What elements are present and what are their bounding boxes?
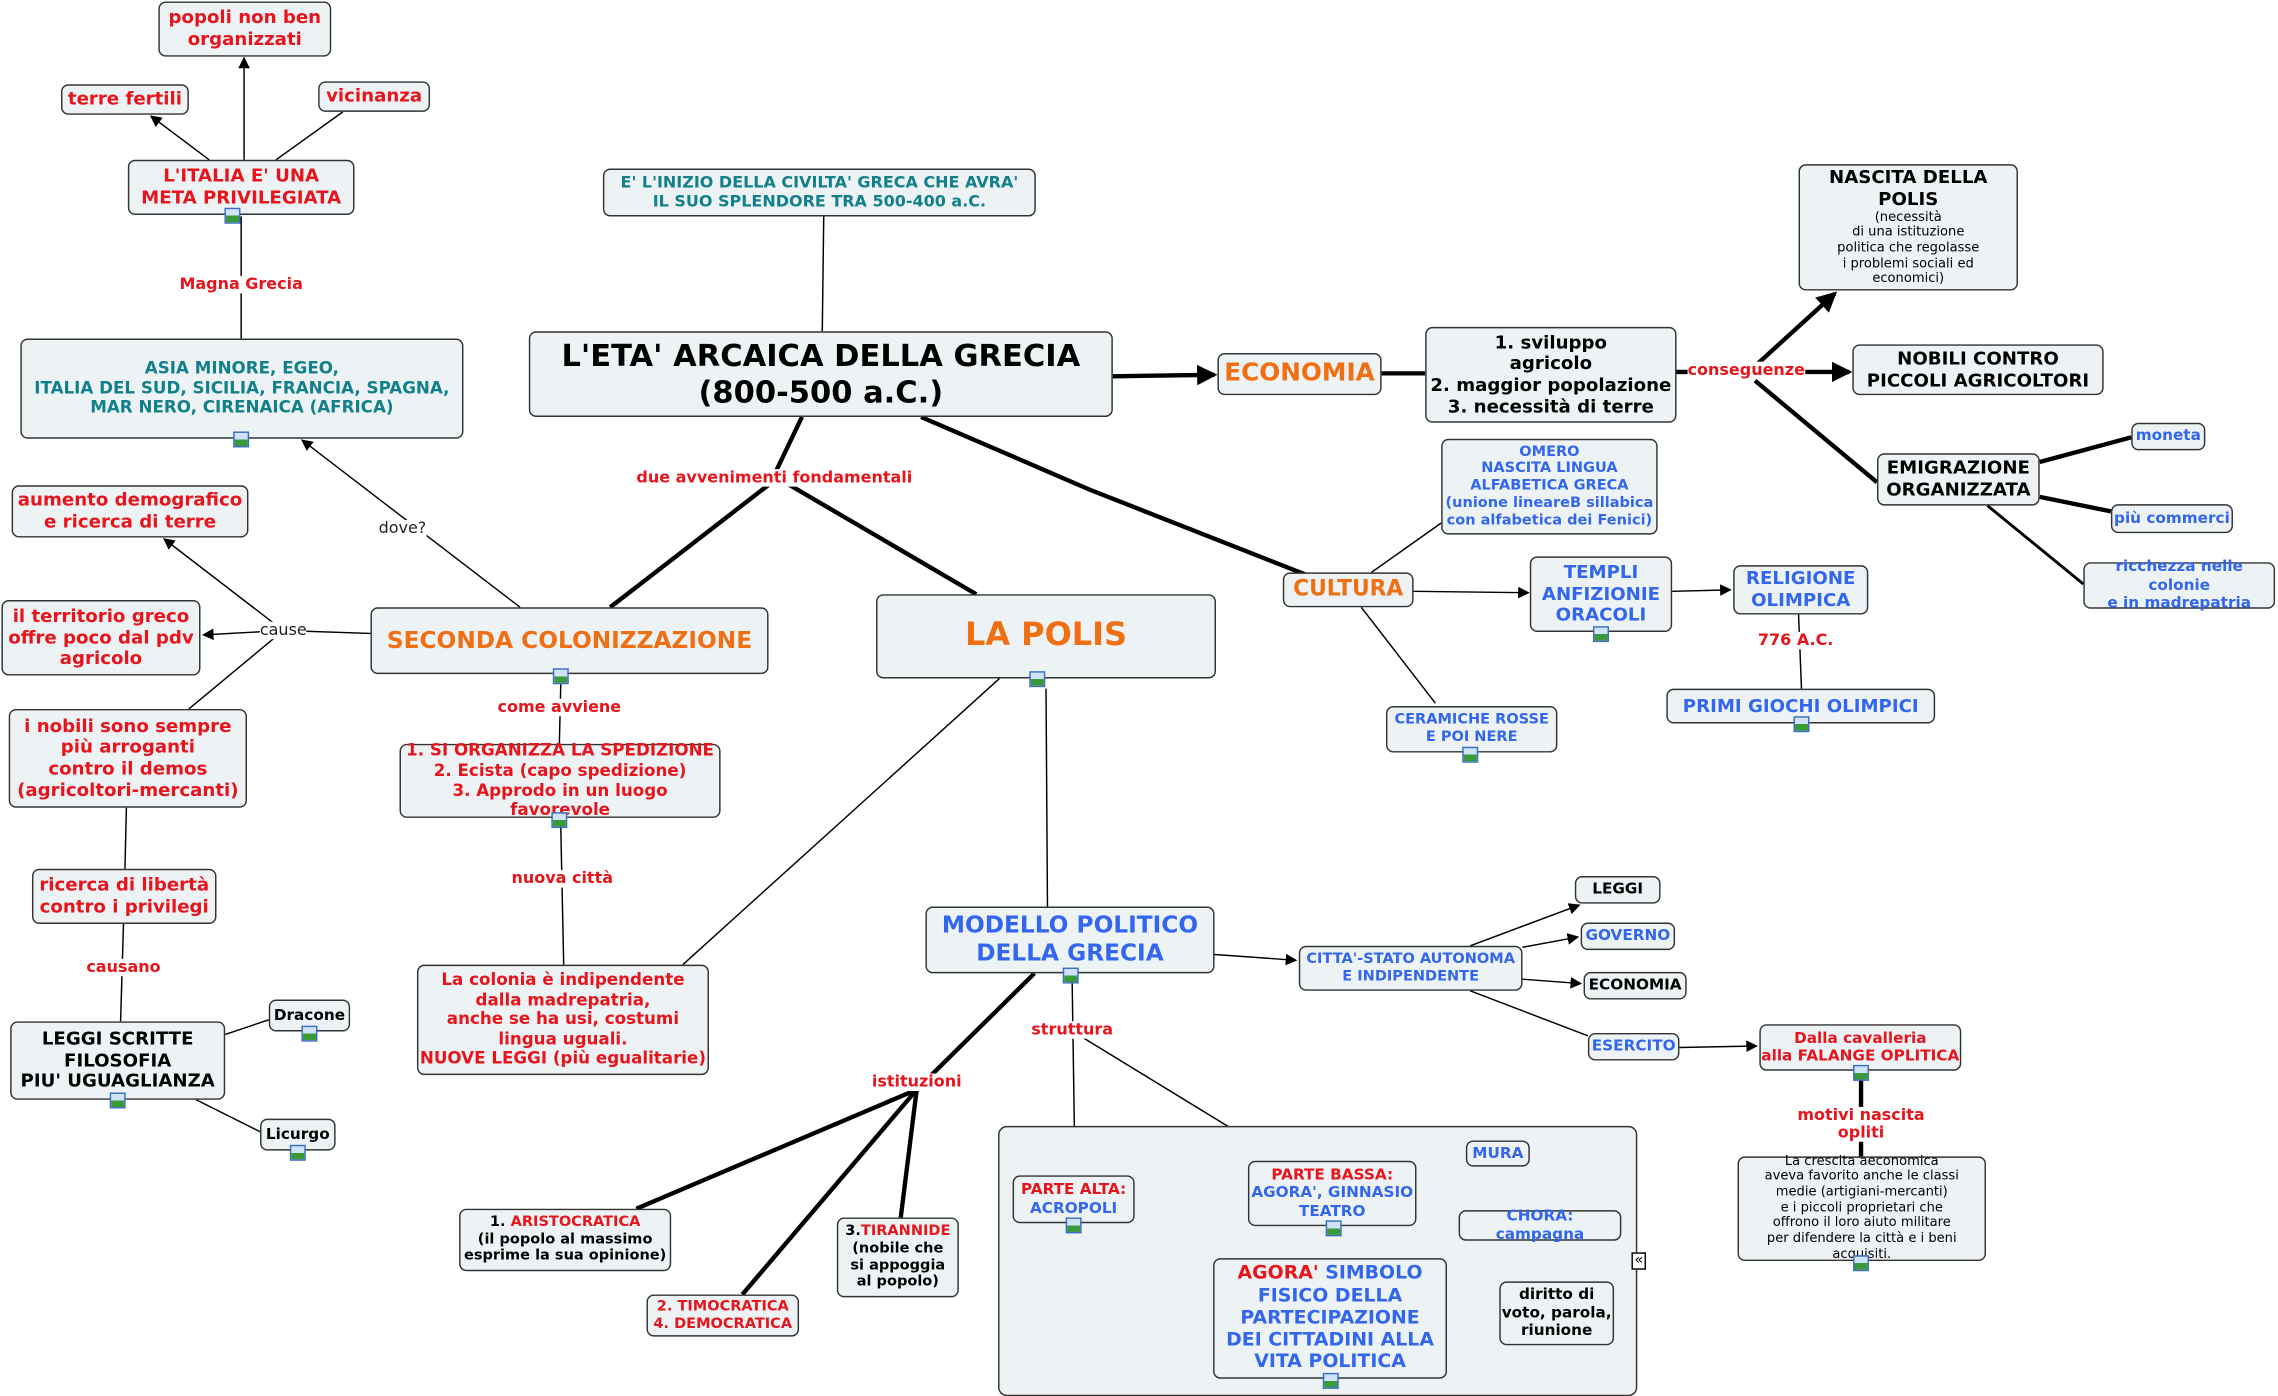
node-liberta[interactable]: ricerca di libertà contro i privilegi <box>31 868 217 924</box>
parte-alta-value: ACROPOLI <box>1029 1199 1118 1217</box>
node-economia-polis[interactable]: ECONOMIA <box>1583 971 1687 1000</box>
node-inizio[interactable]: E' L'INIZIO DELLA CIVILTA' GRECA CHE AVR… <box>602 168 1036 217</box>
image-icon[interactable] <box>289 1144 306 1161</box>
node-omero[interactable]: OMERO NASCITA LINGUA ALFABETICA GRECA (u… <box>1441 438 1658 535</box>
node-nobili-contro[interactable]: NOBILI CONTRO PICCOLI AGRICOLTORI <box>1852 344 2104 396</box>
node-citta-stato[interactable]: CITTA'-STATO AUTONOMA E INDIPENDENTE <box>1298 945 1523 991</box>
agora-text: SIMBOLO FISICO DELLA PARTECIPAZIONE DEI … <box>1226 1262 1434 1374</box>
node-diritto[interactable]: diritto di voto, parola, riunione <box>1499 1281 1615 1346</box>
node-terre-fertili[interactable]: terre fertili <box>61 84 189 115</box>
node-colonia[interactable]: La colonia è indipendente dalla madrepat… <box>416 964 709 1076</box>
image-icon[interactable] <box>1062 967 1079 984</box>
image-icon[interactable] <box>1322 1372 1339 1389</box>
node-parte-alta[interactable]: PARTE ALTA: ACROPOLI <box>1012 1175 1135 1224</box>
aristo-num: 1. <box>489 1214 511 1231</box>
image-icon[interactable] <box>1853 1255 1870 1272</box>
image-icon[interactable] <box>1793 716 1810 733</box>
node-agora[interactable]: AGORA' SIMBOLO FISICO DELLA PARTECIPAZIO… <box>1213 1258 1447 1379</box>
node-cultura[interactable]: CULTURA <box>1282 572 1414 608</box>
node-seconda-colonizzazione[interactable]: SECONDA COLONIZZAZIONE <box>370 607 769 675</box>
node-aumento[interactable]: aumento demografico e ricerca di terre <box>11 485 249 538</box>
tir-note: (nobile che si appoggia al popolo) <box>850 1240 946 1291</box>
label-nuova-citta: nuova città <box>511 868 613 888</box>
node-licurgo[interactable]: Licurgo <box>260 1118 336 1151</box>
image-icon[interactable] <box>301 1025 318 1042</box>
label-conseguenze: conseguenze <box>1687 360 1805 380</box>
node-commerci[interactable]: più commerci <box>2110 504 2233 534</box>
node-ceramiche[interactable]: CERAMICHE ROSSE E POI NERE <box>1385 706 1558 753</box>
main-title-node[interactable]: L'ETA' ARCAICA DELLA GRECIA (800-500 a.C… <box>528 331 1113 417</box>
parte-alta-label: PARTE ALTA: <box>1021 1181 1127 1199</box>
image-icon[interactable] <box>1325 1220 1342 1237</box>
node-italia[interactable]: L'ITALIA E' UNA META PRIVILEGIATA <box>127 159 355 216</box>
node-emigrazione[interactable]: EMIGRAZIONE ORGANIZZATA <box>1877 453 2040 506</box>
label-cause: cause <box>259 620 307 640</box>
tir-label: TIRANNIDE <box>860 1223 951 1240</box>
node-spedizione[interactable]: 1. SI ORGANIZZA LA SPEDIZIONE 2. Ecista … <box>399 740 721 819</box>
image-icon[interactable] <box>1065 1217 1082 1234</box>
node-religione[interactable]: RELIGIONE OLIMPICA <box>1733 565 1869 615</box>
node-sviluppo[interactable]: 1. sviluppo agricolo 2. maggior popolazi… <box>1425 326 1677 423</box>
image-icon[interactable] <box>109 1092 126 1109</box>
label-motivi: motivi nascita opliti <box>1797 1105 1925 1143</box>
node-la-polis[interactable]: LA POLIS <box>876 594 1216 679</box>
image-icon[interactable] <box>233 431 250 448</box>
image-icon[interactable] <box>552 668 569 685</box>
label-come-avviene: come avviene <box>497 697 622 717</box>
node-territorio[interactable]: il territorio greco offre poco dal pdv a… <box>1 600 201 676</box>
node-tirannide[interactable]: 3.TIRANNIDE (nobile che si appoggia al p… <box>836 1217 959 1298</box>
node-asia[interactable]: ASIA MINORE, EGEO, ITALIA DEL SUD, SICIL… <box>20 338 464 439</box>
label-magna-grecia: Magna Grecia <box>179 274 303 294</box>
label-dove: dove? <box>378 518 427 538</box>
node-esercito[interactable]: ESERCITO <box>1587 1032 1680 1061</box>
label-776: 776 A.C. <box>1757 630 1834 650</box>
node-parte-bassa[interactable]: PARTE BASSA: AGORA', GINNASIO TEATRO <box>1247 1160 1417 1227</box>
node-timocratica[interactable]: 2. TIMOCRATICA 4. DEMOCRATICA <box>646 1294 800 1337</box>
aristo-label: ARISTOCRATICA <box>510 1214 641 1231</box>
collapse-icon[interactable]: « <box>1631 1252 1647 1270</box>
nascita-title: NASCITA DELLA POLIS <box>1829 165 1988 210</box>
label-due-avvenimenti: due avvenimenti fondamentali <box>636 467 913 487</box>
image-icon[interactable] <box>551 812 568 829</box>
image-icon[interactable] <box>1029 671 1046 688</box>
node-leggi[interactable]: LEGGI <box>1574 876 1661 904</box>
aristo-note: (il popolo al massimo esprime la sua opi… <box>463 1231 667 1265</box>
agora-label: AGORA' <box>1237 1262 1319 1285</box>
node-economia[interactable]: ECONOMIA <box>1217 353 1382 396</box>
node-governo[interactable]: GOVERNO <box>1580 922 1676 951</box>
node-nascita-polis[interactable]: NASCITA DELLA POLIS(necessità di una ist… <box>1798 164 2018 291</box>
node-templi[interactable]: TEMPLI ANFIZIONIE ORACOLI <box>1529 556 1673 632</box>
node-modello-politico[interactable]: MODELLO POLITICO DELLA GRECIA <box>925 906 1215 974</box>
image-icon[interactable] <box>1592 626 1609 643</box>
image-icon[interactable] <box>1462 746 1479 763</box>
nascita-note: (necessità di una istituzione politica c… <box>1837 210 1980 287</box>
node-chora[interactable]: CHORA: campagna <box>1458 1207 1622 1243</box>
node-falange[interactable]: Dalla cavalleria alla FALANGE OPLITICA <box>1759 1024 1962 1071</box>
parte-bassa-label: PARTE BASSA: <box>1271 1166 1394 1184</box>
label-causano: causano <box>86 957 161 977</box>
tir-num: 3. <box>845 1223 861 1240</box>
parte-bassa-value: AGORA', GINNASIO TEATRO <box>1251 1184 1414 1220</box>
node-popoli[interactable]: popoli non ben organizzati <box>158 1 332 57</box>
image-icon[interactable] <box>224 207 241 224</box>
node-mura[interactable]: MURA <box>1465 1140 1530 1167</box>
node-leggi-scritte[interactable]: LEGGI SCRITTE FILOSOFIA PIU' UGUAGLIANZA <box>10 1021 226 1100</box>
node-nobili-arroganti[interactable]: i nobili sono sempre più arroganti contr… <box>8 708 247 808</box>
label-istituzioni: istituzioni <box>871 1072 962 1092</box>
label-struttura: struttura <box>1031 1019 1114 1039</box>
node-crescita[interactable]: La crescita aeconomica aveva favorito an… <box>1737 1155 1986 1262</box>
node-dracone[interactable]: Dracone <box>268 999 351 1032</box>
node-moneta[interactable]: moneta <box>2131 422 2206 451</box>
node-aristocratica[interactable]: 1. ARISTOCRATICA (il popolo al massimo e… <box>459 1208 672 1272</box>
node-ricchezza[interactable]: ricchezza nelle colonie e in madrepatria <box>2083 559 2276 612</box>
node-vicinanza[interactable]: vicinanza <box>318 81 431 112</box>
image-icon[interactable] <box>1853 1064 1870 1081</box>
